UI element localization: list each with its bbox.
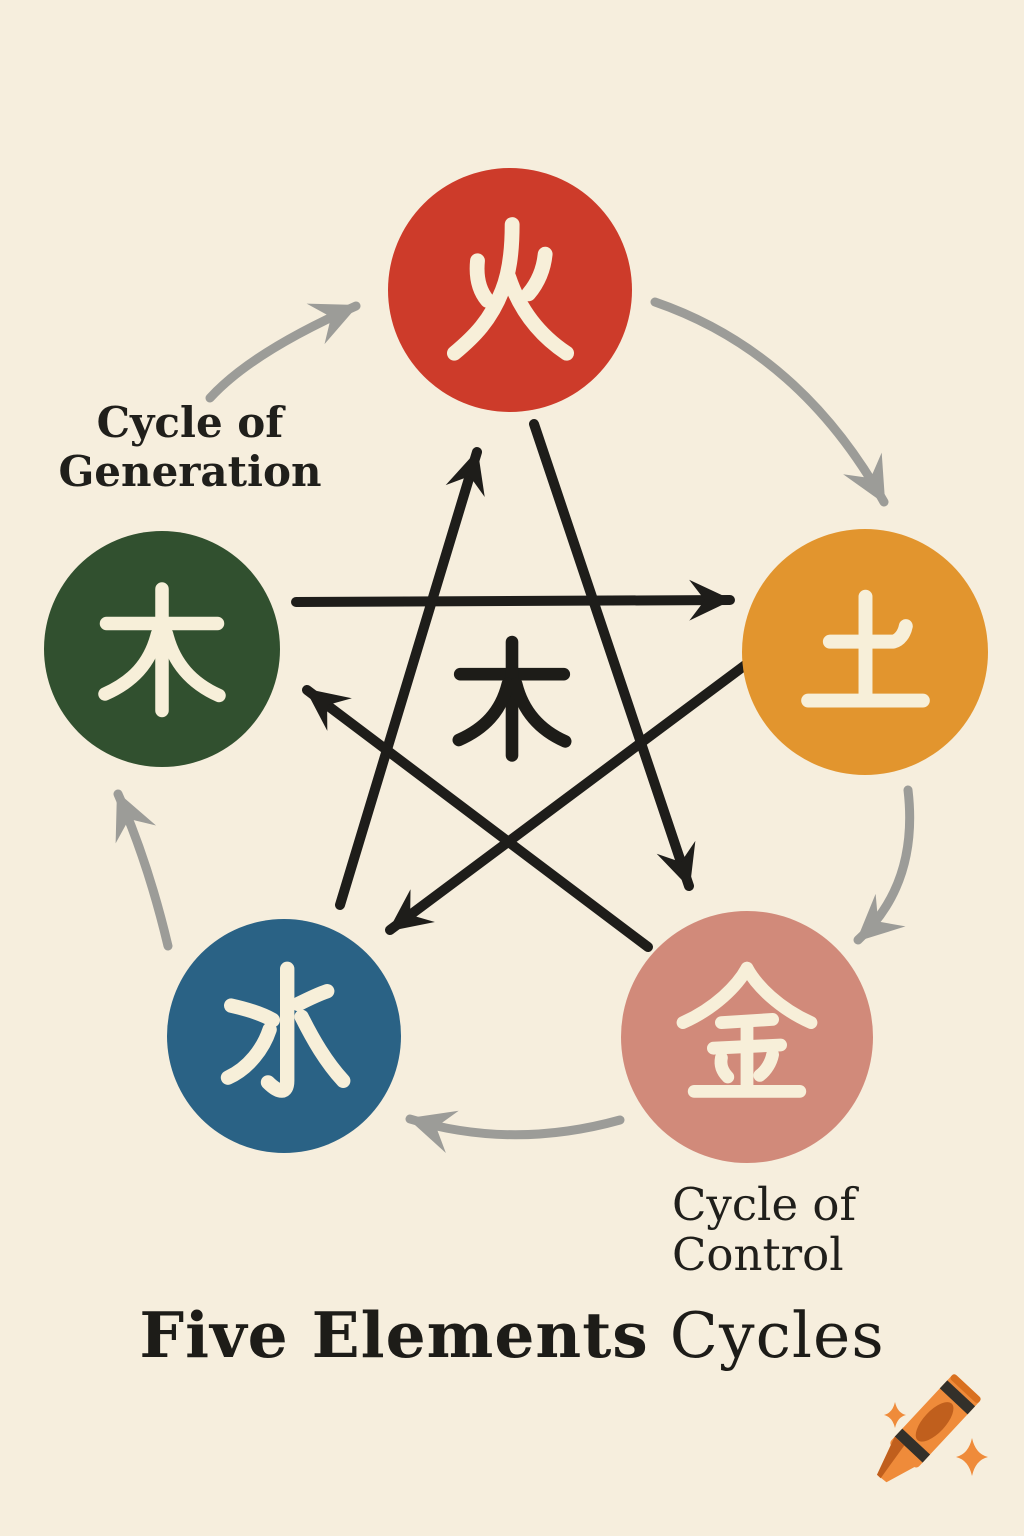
- generation-arrow-water-to-wood: [113, 789, 173, 951]
- metal-element-circle: [621, 911, 873, 1163]
- generation-cycle-label: Cycle of Generation: [55, 398, 325, 496]
- generation-label-line1: Cycle of: [96, 398, 284, 447]
- generation-label-line2: Generation: [58, 447, 322, 497]
- metal-character-glyph: [676, 961, 818, 1098]
- crayon-tip: [876, 1436, 923, 1483]
- control-label-line1: Cycle of: [672, 1178, 857, 1231]
- fire-character-glyph: [446, 216, 574, 361]
- page-title: Five Elements Cycles: [0, 1298, 1024, 1372]
- crayon-end-cap: [950, 1374, 981, 1403]
- wood-character-glyph: [98, 582, 226, 718]
- earth-character-glyph: [800, 589, 930, 708]
- generation-arrow-wood-to-fire: [205, 301, 361, 403]
- page-title-part1: Five Elements: [139, 1298, 649, 1372]
- earth-element-circle: [742, 529, 988, 775]
- sparkle-large: [956, 1438, 988, 1476]
- control-arrow-water-to-fire: [335, 447, 485, 910]
- generation-arrow-earth-to-metal: [853, 785, 915, 945]
- water-character-glyph: [220, 961, 351, 1098]
- control-arrow-metal-to-wood: [302, 685, 653, 952]
- page-title-part2: Cycles: [648, 1299, 885, 1372]
- generation-arrow-fire-to-earth: [650, 297, 889, 507]
- crayon-icon: [876, 1374, 988, 1483]
- wood-element-circle: [44, 531, 280, 767]
- control-arrow-wood-to-earth: [291, 579, 735, 621]
- control-cycle-label: Cycle of Control: [672, 1178, 972, 1282]
- control-label-line2: Control: [672, 1228, 844, 1282]
- crayon-label-oval: [915, 1402, 954, 1442]
- center-wood-character-glyph: [452, 635, 572, 762]
- water-element-circle: [167, 919, 401, 1153]
- crayon-band-top: [939, 1380, 976, 1415]
- control-cycle-arrows: [291, 419, 753, 952]
- control-arrow-fire-to-metal: [529, 419, 696, 891]
- generation-cycle-arrows: [113, 297, 915, 1153]
- fire-element-circle: [388, 168, 632, 412]
- crayon-tip-shadow: [876, 1436, 905, 1479]
- generation-arrow-metal-to-water: [405, 1110, 625, 1153]
- sparkle-small: [884, 1402, 906, 1428]
- control-arrow-earth-to-water: [385, 658, 753, 935]
- crayon-band-bottom: [894, 1428, 931, 1463]
